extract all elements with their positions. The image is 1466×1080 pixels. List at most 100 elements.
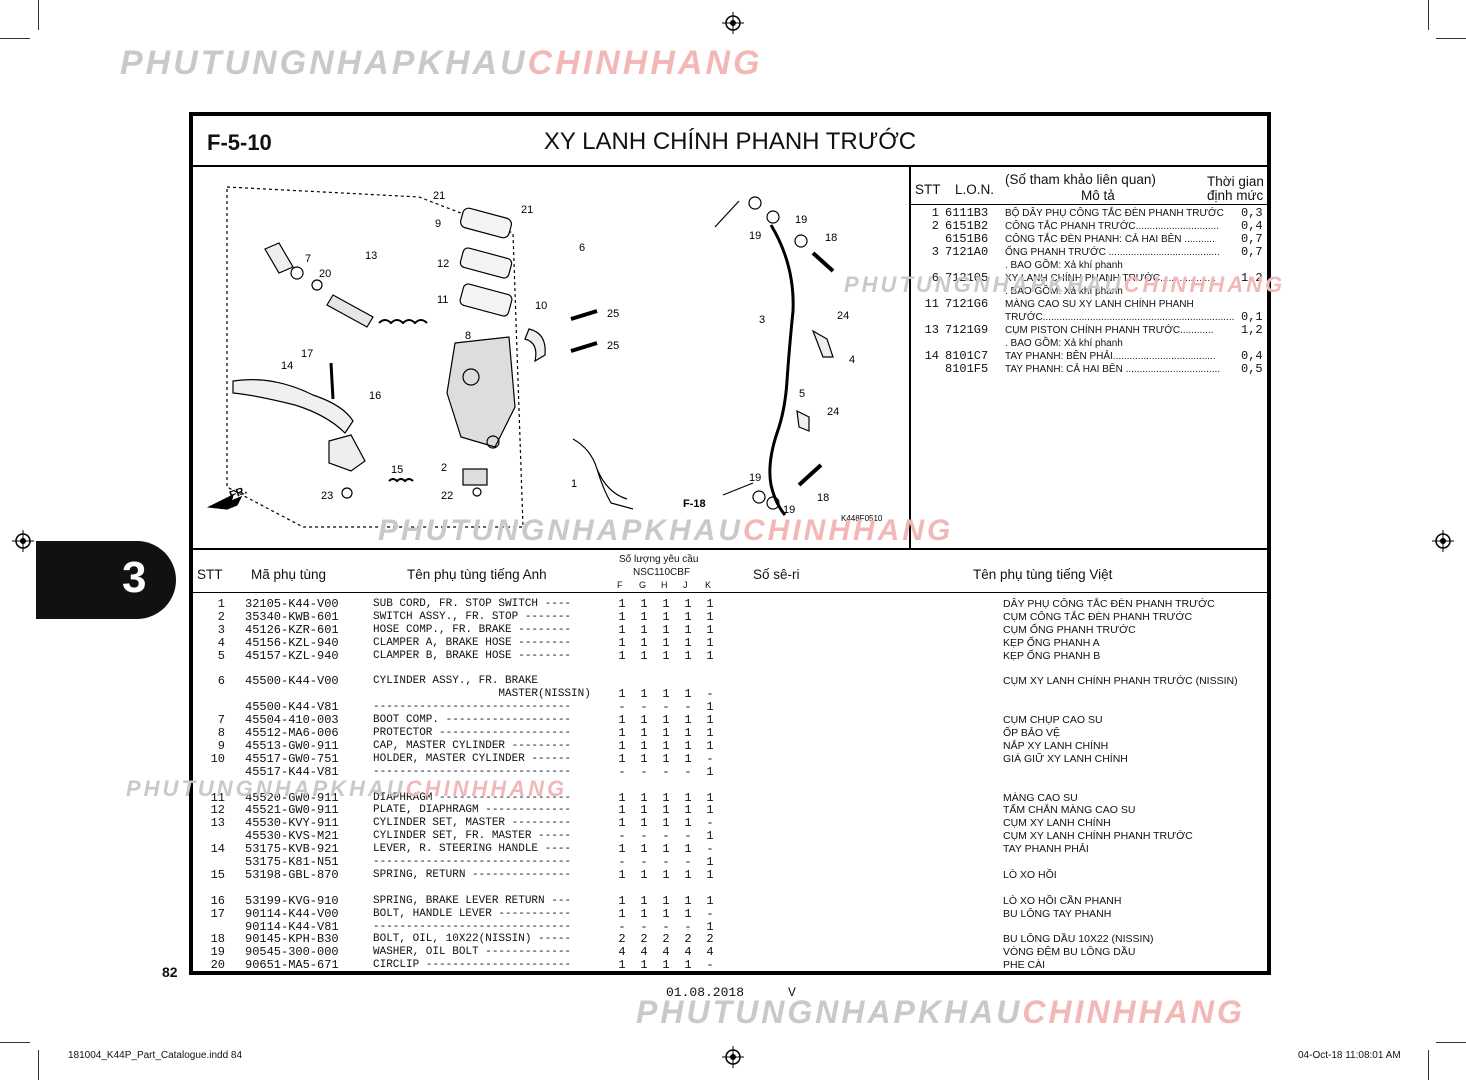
ref-time: 0,5 [1241, 362, 1263, 376]
table-row: 45517-K44-V81---------------------------… [193, 765, 1267, 779]
ref-time: 0,1 [1241, 310, 1263, 324]
callout-number: 13 [365, 250, 377, 262]
row-qty: - [618, 700, 626, 715]
row-qty: 1 [640, 816, 648, 831]
row-qty: 1 [640, 958, 648, 973]
protector-part [311, 279, 323, 291]
row-name-vi: DÂY PHỤ CÔNG TẮC ĐÈN PHANH TRƯỚC [1003, 598, 1215, 610]
row-qty: 1 [706, 609, 714, 624]
callout-number: 24 [827, 406, 839, 418]
row-qty: 1 [640, 687, 648, 702]
row-qty: 1 [706, 919, 714, 934]
row-qty: 1 [662, 687, 670, 702]
row-stt: 5 [217, 648, 225, 663]
parts-header-serial: Số sê-ri [753, 567, 800, 582]
row-qty: 1 [618, 609, 626, 624]
row-stt: 11 [210, 790, 225, 805]
row-qty: 1 [662, 906, 670, 921]
qty-col-header: F [617, 580, 623, 590]
row-name-en: CIRCLIP ---------------------- [373, 959, 572, 972]
table-row [193, 882, 1267, 895]
row-qty: 1 [640, 738, 648, 753]
watermark: PHUTUNGNHAPKHAUCHINHHANG [120, 44, 763, 82]
row-qty: 1 [706, 829, 714, 844]
table-row: 53175-K81-N51---------------------------… [193, 856, 1267, 869]
row-name-en: SPRING, RETURN --------------- [373, 868, 572, 881]
row-name-vi: TAY PHANH PHẢI [1003, 843, 1089, 856]
washer-part [766, 496, 780, 510]
row-qty: 1 [618, 597, 626, 611]
row-name-en: ------------------------------ [373, 856, 572, 868]
row-qty: 1 [684, 906, 692, 921]
crop-mark [38, 0, 39, 30]
row-qty: 1 [684, 738, 692, 753]
row-part-number: 45513-GW0-911 [245, 738, 339, 753]
row-part-number: 45512-MA6-006 [245, 726, 339, 740]
row-qty: 1 [684, 635, 692, 650]
ref-stt: 11 [924, 297, 939, 311]
row-qty: - [706, 816, 714, 831]
watermark: PHUTUNGNHAPKHAUCHINHHANG [126, 776, 568, 801]
piston-part [326, 294, 374, 328]
row-qty: 1 [706, 726, 714, 740]
ref-desc: CÔNG TẮC ĐÈN PHANH: CẢ HAI BÊN .........… [1005, 234, 1215, 245]
row-qty: - [640, 829, 648, 844]
row-qty: 1 [618, 648, 626, 663]
row-qty: 1 [618, 726, 626, 740]
table-row: 90114-K44-V81---------------------------… [193, 919, 1267, 934]
parts-header-name-en: Tên phụ tùng tiếng Anh [407, 567, 547, 582]
row-stt: 3 [217, 622, 225, 637]
row-qty: 1 [640, 713, 648, 728]
row-stt: 2 [217, 609, 225, 624]
row-qty: 1 [662, 842, 670, 857]
cap-part [460, 207, 512, 239]
fr-label: FR. [228, 484, 249, 501]
row-name-en: CYLINDER SET, MASTER --------- [373, 817, 572, 830]
callout-number: 11 [437, 294, 448, 306]
row-qty: 1 [684, 803, 692, 818]
row-qty: 2 [706, 932, 714, 947]
callout-number: 25 [607, 308, 619, 320]
callout-number: 19 [749, 230, 761, 242]
table-row [193, 663, 1267, 676]
parts-header-stt: STT [197, 567, 223, 582]
row-name-vi: LÒ XO HỒI CẦN PHANH [1003, 894, 1122, 907]
row-name-en: CYLINDER SET, FR. MASTER ----- [373, 830, 572, 843]
callout-number: 24 [837, 310, 849, 322]
row-qty: 1 [640, 893, 648, 908]
row-part-number: 90145-KPH-B30 [245, 932, 339, 947]
row-name-vi: NẮP XY LANH CHÍNH [1003, 739, 1109, 752]
parts-table-header: STT Mã phụ tùng Tên phụ tùng tiếng Anh S… [193, 550, 1267, 594]
boot-part [264, 242, 294, 274]
master-cylinder-body [446, 336, 516, 448]
row-qty: 1 [706, 893, 714, 908]
row-name-en: DIAPHRAGM -------------------- [373, 791, 572, 804]
row-qty: 1 [618, 751, 626, 766]
ref-lon: 712105 [945, 271, 989, 285]
washer-part [794, 234, 808, 248]
ref-time: 1,2 [1241, 323, 1263, 337]
callout-number: 19 [795, 214, 807, 226]
ref-header-stt: STT [915, 182, 941, 197]
ref-desc: . BAO GỒM: Xả khí phanh [1005, 286, 1123, 297]
callout-number: 7 [305, 253, 311, 265]
row-name-en: ------------------------------ [373, 765, 572, 778]
leader-line [722, 482, 754, 496]
ref-lon: 7121G9 [945, 323, 989, 337]
callout-number: 23 [321, 490, 333, 502]
row-stt: 6 [217, 674, 225, 689]
ref-desc: BỘ DÂY PHỤ CÔNG TẮC ĐÈN PHANH TRƯỚC [1005, 208, 1224, 219]
registration-mark-icon [1432, 530, 1454, 552]
row-qty: 1 [640, 842, 648, 857]
row-stt: 19 [210, 945, 225, 960]
row-name-vi: CỤM XY LANH CHÍNH [1003, 817, 1111, 830]
row-name-vi: MÀNG CAO SU [1003, 791, 1078, 804]
